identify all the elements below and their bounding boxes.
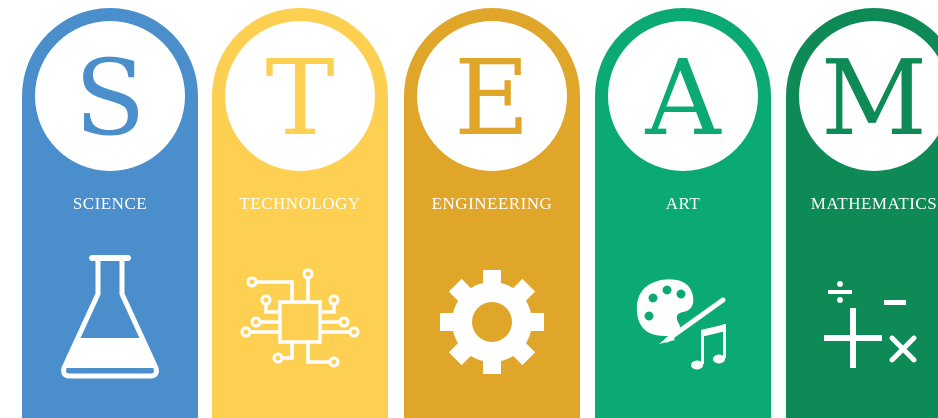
column-label: TECHNOLOGY: [239, 194, 361, 213]
letter-e: E: [454, 37, 530, 159]
letter-circle: M: [799, 21, 938, 171]
column-label: ENGINEERING: [431, 194, 553, 213]
palette-music-icon: [636, 279, 726, 370]
column-label: ART: [665, 194, 701, 213]
letter-a: A: [645, 37, 721, 159]
gear-icon: [440, 270, 544, 374]
letter-circle: E: [417, 21, 567, 171]
letter-m: M: [820, 37, 928, 159]
steam-column-art: A ART: [595, 8, 771, 418]
steam-column-engineering: E ENGINEERING: [404, 8, 580, 418]
letter-s: S: [74, 37, 146, 159]
column-label: MATHEMATICS: [810, 194, 938, 213]
letter-circle: S: [35, 21, 185, 171]
math-operators-icon: [824, 281, 917, 368]
steam-column-mathematics: M MATHEMATICS: [786, 8, 938, 418]
steam-column-technology: T TECHNOLOGY: [212, 8, 388, 418]
column-label: SCIENCE: [72, 194, 148, 213]
flask-icon: [61, 255, 159, 379]
circuit-chip-icon: [240, 268, 360, 368]
steam-column-science: S SCIENCE: [22, 8, 198, 418]
letter-t: T: [265, 37, 335, 159]
letter-circle: A: [608, 21, 758, 171]
letter-circle: T: [225, 21, 375, 171]
